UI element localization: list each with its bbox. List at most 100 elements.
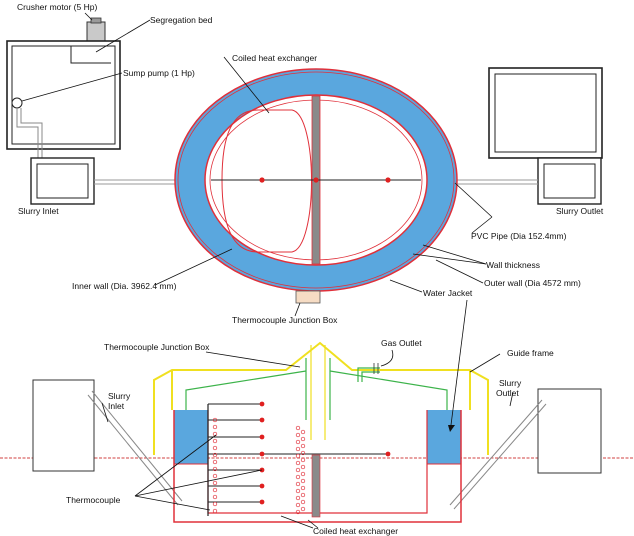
coil-ring: [212, 417, 218, 423]
slurry-inlet-label-bottom-1: Slurry: [108, 391, 131, 401]
outlet-pipe: [449, 399, 547, 510]
coil-ring: [295, 453, 301, 459]
coil-ring: [212, 466, 218, 472]
slurry-outlet-label-top: Slurry Outlet: [556, 206, 604, 216]
coil-loop-plan: [221, 109, 312, 253]
sump-pipe: [16, 108, 39, 158]
crusher-motor: [86, 21, 106, 43]
crusher-outer-box: [6, 40, 121, 150]
coil-ring: [295, 495, 301, 501]
water-jacket-left: [174, 410, 208, 464]
coiled-heat-exchanger-label-bottom: Coiled heat exchanger: [313, 526, 398, 536]
slurry-outlet-box: [537, 157, 602, 205]
thermocouple-point: [259, 483, 265, 489]
segregation-bed-label: Segregation bed: [150, 15, 213, 25]
gas-outlet-label: Gas Outlet: [381, 338, 422, 348]
inlet-pipe: [87, 390, 183, 506]
thermocouple-point: [259, 434, 265, 440]
coil-ring: [300, 436, 306, 442]
plan-view: Crusher motor (5 Hp) Segregation bed Coi…: [6, 2, 604, 325]
guide-frame-label: Guide frame: [507, 348, 554, 358]
thermocouple-point: [259, 499, 265, 505]
slurry-inlet-label-top: Slurry Inlet: [18, 206, 59, 216]
coil-ring: [295, 439, 301, 445]
coil-ring: [212, 445, 218, 451]
coil-ring: [300, 506, 306, 512]
coil-ring: [300, 429, 306, 435]
coil-ring: [300, 485, 306, 491]
coil-ring: [300, 450, 306, 456]
slurry-outlet-label-bottom-2: Outlet: [496, 388, 519, 398]
coil-ring: [295, 474, 301, 480]
gas-outlet-valve: [373, 363, 379, 374]
coil-ring: [300, 457, 306, 463]
sump-pipe-inner: [20, 108, 43, 158]
digester-section: [173, 410, 462, 523]
segregation-bed: [70, 46, 111, 64]
water-jacket-label: Water Jacket: [423, 288, 473, 298]
coil-ring: [212, 508, 218, 514]
coil-ring: [300, 471, 306, 477]
coiled-heat-exchanger-section: [212, 417, 306, 515]
wall-thickness-label: Wall thickness: [486, 260, 540, 270]
coil-ring: [295, 509, 301, 515]
thermocouple-point: [259, 401, 265, 407]
slurry-inlet-tank: [32, 379, 95, 472]
water-jacket-arrowhead: [448, 425, 455, 432]
leader-lines-bottom: [101, 349, 514, 529]
thermocouple-point: [259, 417, 265, 423]
slurry-inlet-box: [30, 157, 95, 205]
coil-ring: [295, 446, 301, 452]
thermocouple-point: [259, 451, 265, 457]
coil-ring: [295, 467, 301, 473]
coil-ring: [295, 488, 301, 494]
center-baffle-section: [311, 454, 321, 518]
coil-ring: [300, 499, 306, 505]
thermocouple-junction-box: [295, 290, 321, 304]
inner-wall-label: Inner wall (Dia. 3962.4 mm): [72, 281, 177, 291]
pvc-pipe-label: PVC Pipe (Dia 152.4mm): [471, 231, 567, 241]
thermocouple-point: [385, 177, 391, 183]
thermocouple-point: [385, 451, 391, 457]
coil-ring: [295, 432, 301, 438]
thermocouple-point: [313, 177, 319, 183]
water-jacket-right: [427, 410, 461, 464]
coil-ring: [212, 459, 218, 465]
coil-ring: [300, 478, 306, 484]
outlet-tank-inner: [494, 73, 597, 153]
central-tube: [310, 345, 326, 440]
section-view: Gas Outlet Thermocouple Junction Box Gui…: [0, 299, 634, 536]
coil-ring: [212, 501, 218, 507]
slurry-outlet-tank: [537, 388, 602, 474]
crusher-unit: [6, 17, 121, 158]
coiled-heat-exchanger-label-top: Coiled heat exchanger: [232, 53, 317, 63]
slurry-inlet-label-bottom-2: Inlet: [108, 401, 125, 411]
thermocouple-label: Thermocouple: [66, 495, 121, 505]
sump-pump: [11, 97, 23, 109]
coil-ring: [212, 473, 218, 479]
guide-frame: [153, 341, 489, 455]
coil-ring: [300, 464, 306, 470]
coil-ring: [212, 494, 218, 500]
coil-ring: [212, 438, 218, 444]
slurry-inlet-box-inner: [36, 163, 89, 199]
thermocouple-junction-box-label-top: Thermocouple Junction Box: [232, 315, 338, 325]
slurry-outlet-label-bottom-1: Slurry: [499, 378, 522, 388]
coil-ring: [295, 502, 301, 508]
sump-pump-label: Sump pump (1 Hp): [123, 68, 195, 78]
coil-ring: [300, 492, 306, 498]
digester-plan: [174, 68, 458, 304]
coil-ring: [300, 443, 306, 449]
outlet-tank: [488, 67, 603, 159]
water-jacket-leader: [450, 299, 468, 426]
coil-ring: [212, 452, 218, 458]
outer-wall-inner-line: [177, 71, 455, 289]
crusher-motor-cap: [90, 17, 102, 24]
leader-lines-top: [21, 12, 493, 317]
coil-ring: [212, 487, 218, 493]
thermocouple-junction-box-label-bottom: Thermocouple Junction Box: [104, 342, 210, 352]
outer-wall-label: Outer wall (Dia 4572 mm): [484, 278, 581, 288]
coil-ring: [212, 480, 218, 486]
gas-line: [185, 358, 448, 420]
